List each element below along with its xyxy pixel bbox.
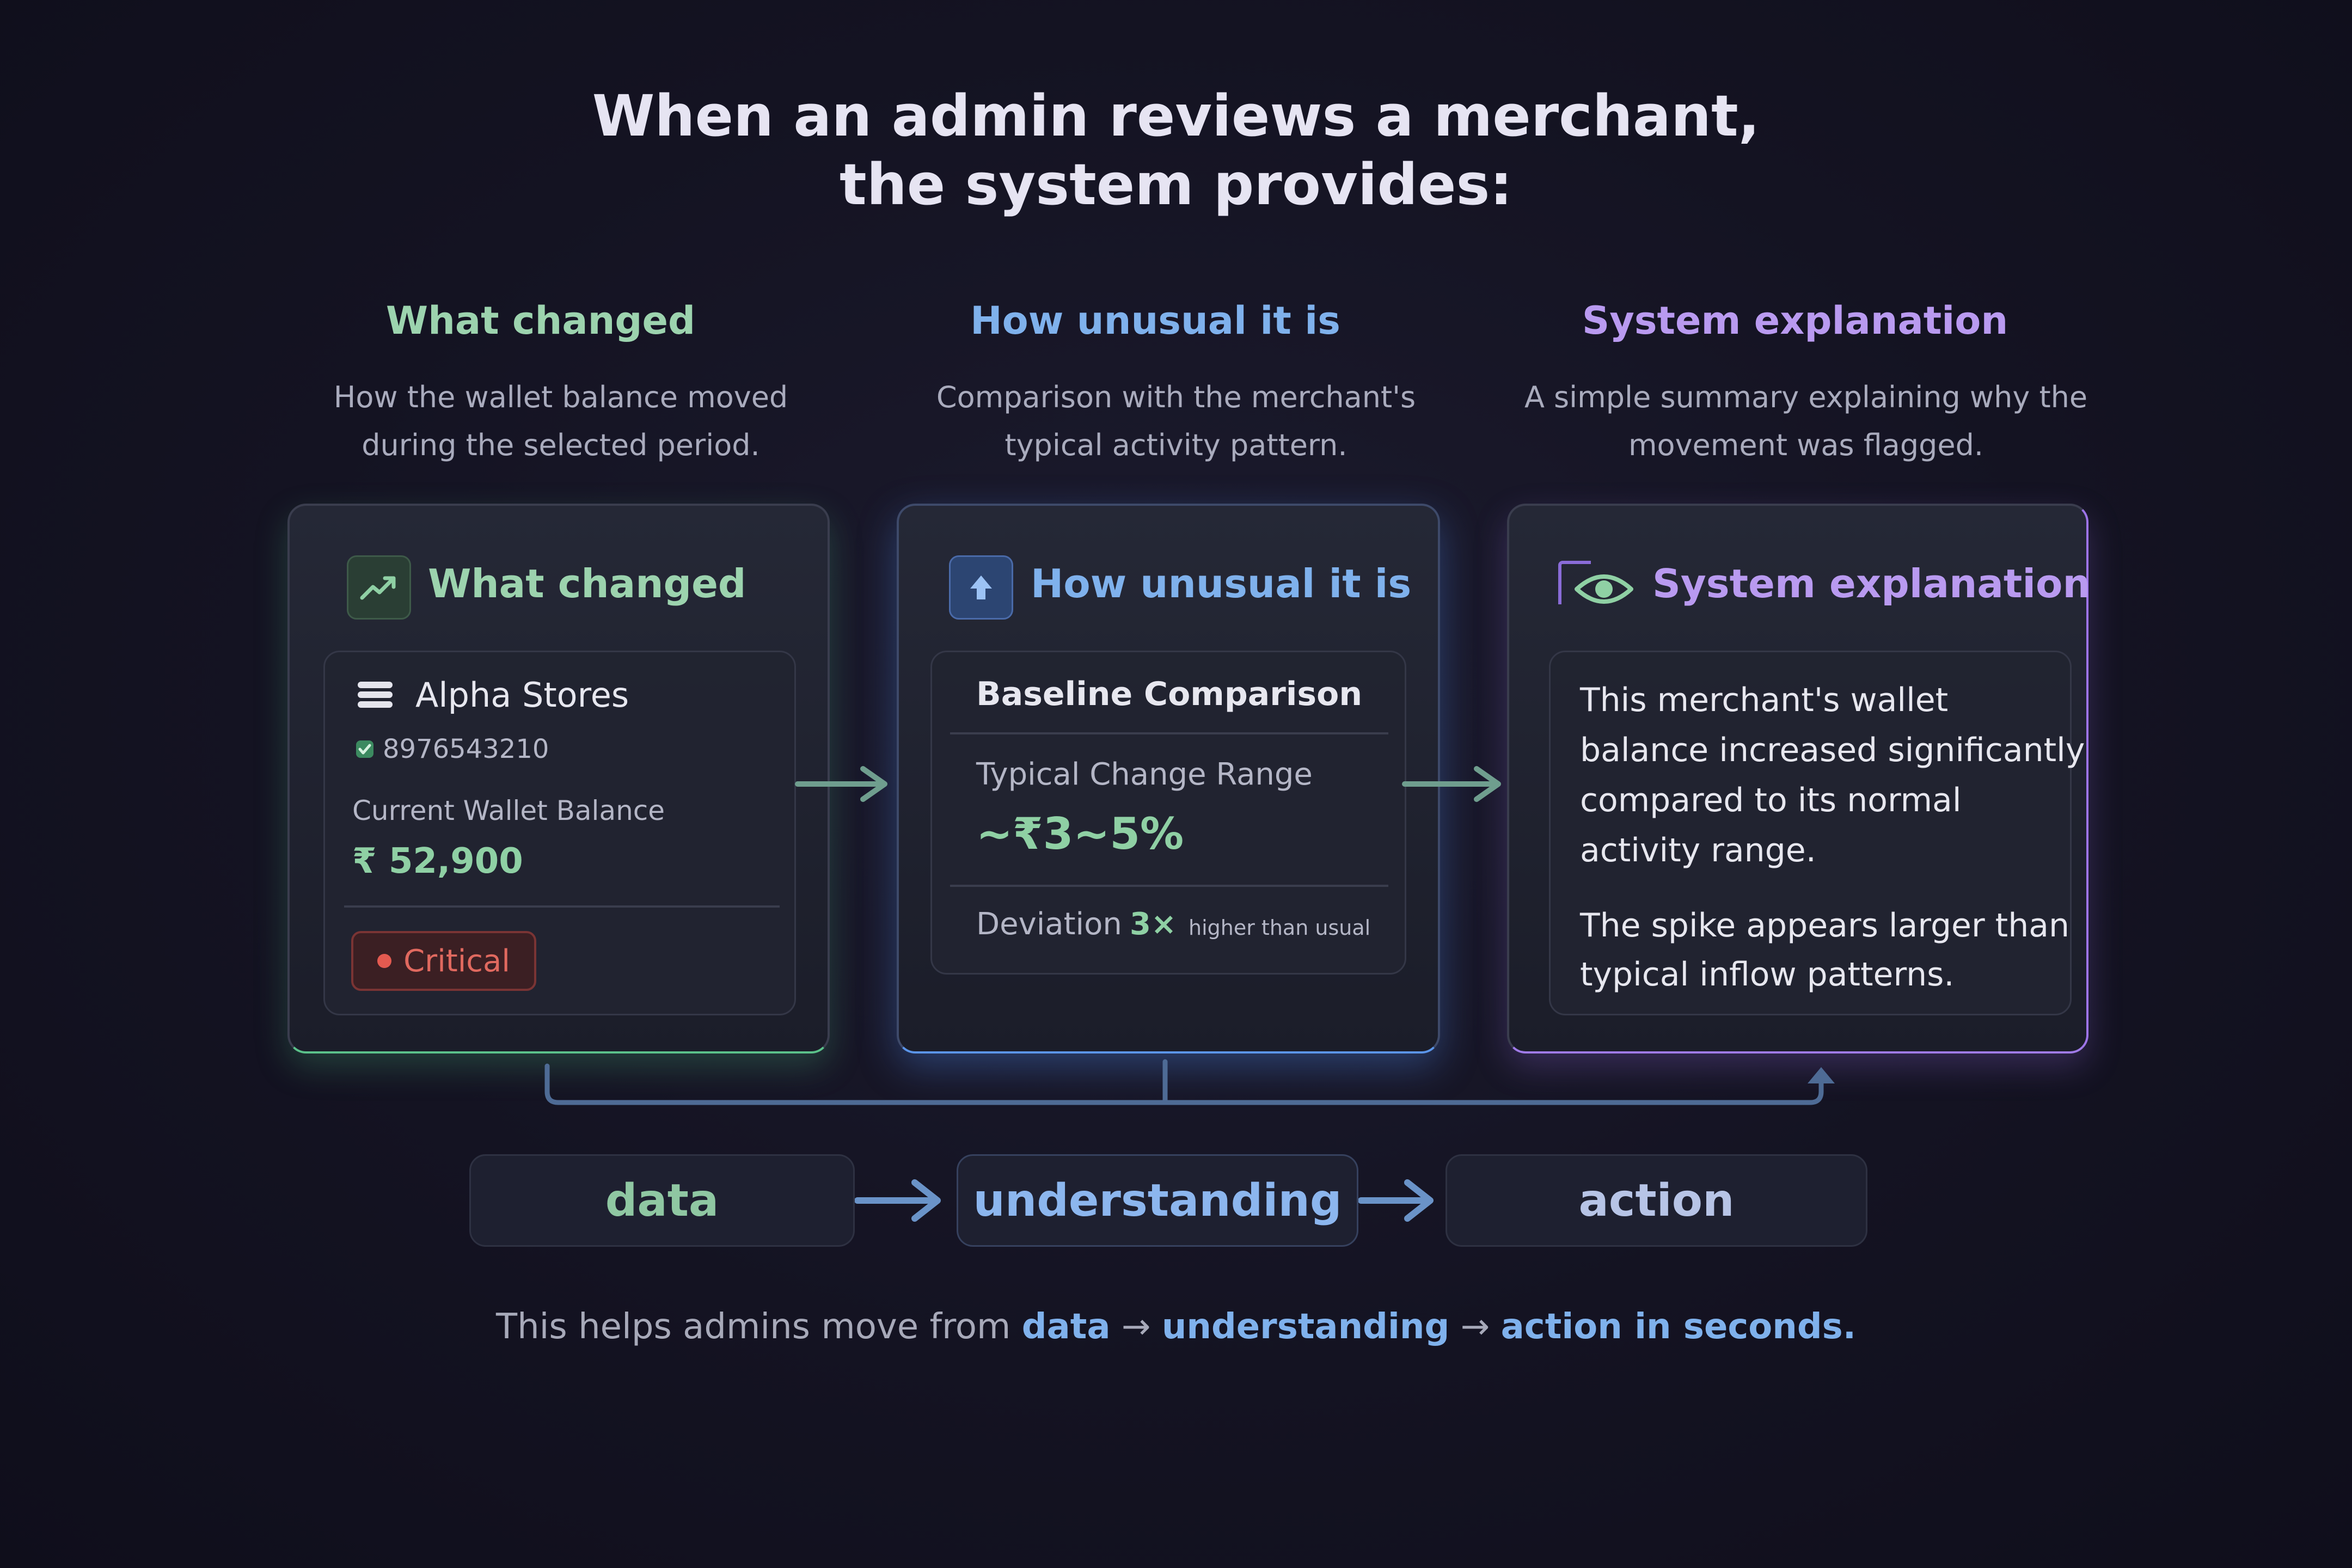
- merchant-name: Alpha Stores: [415, 675, 629, 715]
- deviation-label: Deviation: [976, 906, 1122, 942]
- subtitle-line: Comparison with the merchant's: [936, 380, 1416, 414]
- corner-bracket-icon: [1558, 561, 1591, 604]
- footer-prefix: This helps admins move from: [495, 1307, 1011, 1347]
- footer-arrow-1: →: [1121, 1307, 1151, 1347]
- wallet-balance-label: Current Wallet Balance: [352, 795, 665, 826]
- subtitle-line: movement was flagged.: [1628, 428, 1984, 462]
- footer-word-understanding: understanding: [1161, 1307, 1450, 1347]
- explanation-line: balance increased significantly: [1580, 731, 2085, 769]
- what-changed-card-title: What changed: [428, 561, 746, 607]
- deviation-note: higher than usual: [1189, 916, 1371, 940]
- column-subtitle-system-explanation: A simple summary explaining why the move…: [1479, 373, 2133, 469]
- bottom-bracket: [544, 1063, 1824, 1105]
- page-title: When an admin reviews a merchant, the sy…: [0, 82, 2352, 219]
- flow-step-data: data: [469, 1154, 855, 1247]
- wallet-balance-value: ₹ 52,900: [352, 841, 523, 881]
- merchant-id: 8976543210: [383, 734, 549, 764]
- system-explanation-card-title: System explanation: [1652, 561, 2091, 607]
- footer-word-data: data: [1021, 1307, 1111, 1347]
- verified-check-icon: [355, 739, 375, 759]
- column-heading-how-unusual: How unusual it is: [970, 298, 1340, 343]
- column-subtitle-how-unusual: Comparison with the merchant's typical a…: [849, 373, 1503, 469]
- explanation-paragraph-1: This merchant's wallet balance increased…: [1580, 675, 2085, 875]
- flow-step-action: action: [1445, 1154, 1867, 1247]
- explanation-line: activity range.: [1580, 831, 1816, 869]
- explanation-line: typical inflow patterns.: [1580, 955, 1955, 994]
- subtitle-line: A simple summary explaining why the: [1524, 380, 2088, 414]
- arrow-up-icon: [949, 555, 1013, 620]
- divider: [950, 885, 1388, 887]
- baseline-comparison-title: Baseline Comparison: [976, 675, 1363, 713]
- footer-word-action: action in seconds.: [1500, 1307, 1857, 1347]
- footer-arrow-2: →: [1460, 1307, 1490, 1347]
- baseline-comparison-panel: [930, 651, 1406, 975]
- explanation-line: This merchant's wallet: [1580, 681, 1949, 719]
- divider: [950, 732, 1388, 734]
- explanation-line: compared to its normal: [1580, 781, 1962, 819]
- column-heading-what-changed: What changed: [385, 298, 696, 343]
- page-title-line1: When an admin reviews a merchant,: [592, 83, 1760, 149]
- typical-change-range-value: ~₹3~5%: [976, 808, 1184, 859]
- explanation-paragraph-2: The spike appears larger than typical in…: [1580, 901, 2069, 999]
- column-heading-system-explanation: System explanation: [1582, 298, 2008, 343]
- explanation-text-panel: [1549, 651, 2072, 1015]
- deviation-value: 3×: [1130, 906, 1177, 942]
- eye-icon: [1573, 567, 1634, 611]
- subtitle-line: How the wallet balance moved: [333, 380, 788, 414]
- status-badge: Critical: [351, 931, 536, 991]
- status-badge-label: Critical: [403, 943, 510, 979]
- flow-step-understanding: understanding: [957, 1154, 1358, 1247]
- explanation-line: The spike appears larger than: [1580, 906, 2070, 945]
- stack-icon: [357, 679, 394, 710]
- subtitle-line: typical activity pattern.: [1004, 428, 1347, 462]
- status-dot-icon: [377, 954, 392, 968]
- column-subtitle-what-changed: How the wallet balance moved during the …: [234, 373, 887, 469]
- footer-summary: This helps admins move from data → under…: [0, 1307, 2352, 1347]
- subtitle-line: during the selected period.: [362, 428, 760, 462]
- page-title-line2: the system provides:: [839, 151, 1512, 218]
- trending-up-icon: [347, 555, 411, 620]
- divider: [344, 905, 780, 908]
- typical-change-range-label: Typical Change Range: [976, 757, 1313, 792]
- how-unusual-card-title: How unusual it is: [1031, 561, 1412, 607]
